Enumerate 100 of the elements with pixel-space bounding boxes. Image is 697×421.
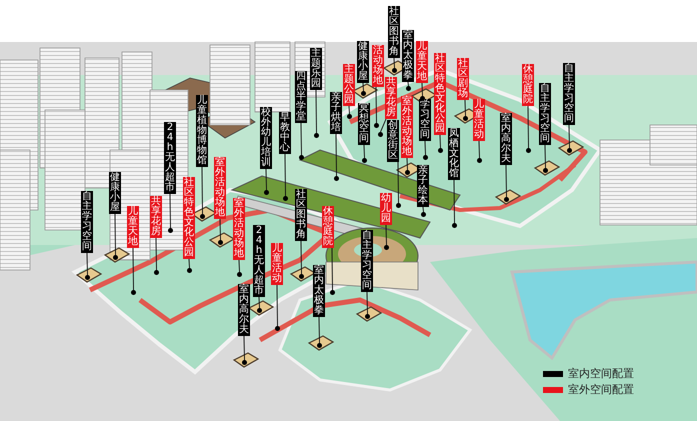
label-tag: 主题乐园 xyxy=(310,48,322,90)
label-tag: 儿童活动 xyxy=(271,243,283,285)
leader-line xyxy=(132,248,134,290)
point-marker xyxy=(378,132,382,136)
point-marker xyxy=(384,244,388,250)
point-marker xyxy=(438,148,442,152)
leader-line xyxy=(394,58,395,68)
leader-line xyxy=(336,134,337,176)
label-tag: 凤栖文化馆 xyxy=(448,128,460,180)
point-marker xyxy=(406,86,410,90)
leader-line xyxy=(300,122,302,156)
label-tag: 自主学习空间 xyxy=(539,83,551,145)
leader-line xyxy=(424,140,426,156)
label-tag: 幼儿园 xyxy=(380,193,392,225)
label-tag: 社区特色文化公园 xyxy=(183,177,195,259)
leader-line xyxy=(170,194,171,228)
point-marker xyxy=(298,154,304,160)
leader-line xyxy=(238,260,240,272)
label-tag: 儿童活动 xyxy=(473,99,485,141)
label-tag: 室内太极拳 xyxy=(402,30,414,82)
point-marker xyxy=(542,168,548,172)
point-marker xyxy=(392,68,396,72)
leader-line xyxy=(454,180,455,224)
point-marker xyxy=(316,342,322,348)
point-marker xyxy=(526,148,530,152)
label-tag: 亲子烘培 xyxy=(330,92,342,134)
label-tag: 室外活动场地 xyxy=(214,157,226,219)
label-tag: 四点半学堂 xyxy=(295,71,307,123)
leader-line xyxy=(440,134,441,148)
leader-line xyxy=(114,214,116,256)
label-tag: 冥想空间 xyxy=(358,103,370,145)
label-tag: 儿童天地 xyxy=(127,206,139,248)
label-tag: 主题公园 xyxy=(343,64,355,106)
leader-line xyxy=(284,154,286,196)
leader-line xyxy=(422,82,423,96)
point-marker xyxy=(334,176,338,180)
point-marker xyxy=(476,158,482,162)
leader-line xyxy=(380,118,386,132)
leader-line xyxy=(258,296,260,308)
leader-line xyxy=(528,106,529,148)
leader-line xyxy=(568,124,570,148)
label-tag: 自主学习空间 xyxy=(563,63,575,125)
point-marker xyxy=(404,170,410,174)
point-marker xyxy=(462,116,468,120)
label-tag: 室内高尔夫 xyxy=(500,113,512,165)
leader-line xyxy=(244,336,245,360)
leader-line xyxy=(406,158,408,170)
point-marker xyxy=(566,148,572,152)
leader-line xyxy=(364,144,365,158)
label-tag: 健康小屋 xyxy=(109,172,121,214)
leader-line xyxy=(348,106,350,114)
label-tag: 24h无人超市 xyxy=(253,225,265,297)
leader-line xyxy=(300,240,302,274)
leader-line xyxy=(86,252,88,276)
label-tag: 早教中心 xyxy=(279,112,291,154)
leader-line xyxy=(266,168,267,190)
leader-line xyxy=(220,218,221,240)
leader-line xyxy=(276,284,278,326)
label-tag: 社区特色文化公园 xyxy=(434,53,446,135)
label-tag: 校外幼儿培训 xyxy=(260,107,272,169)
point-marker xyxy=(256,308,262,312)
label-tag: 24h无人超市 xyxy=(164,122,176,194)
label-tag: 健康小屋 xyxy=(357,41,369,83)
leader-line xyxy=(332,248,333,290)
point-marker xyxy=(314,132,318,138)
leader-line xyxy=(544,144,546,168)
point-marker xyxy=(236,272,242,276)
legend-label: 室内空间配置 xyxy=(568,366,634,381)
label-tag: 休憩庭院 xyxy=(522,64,534,106)
point-marker xyxy=(264,190,268,194)
leader-line xyxy=(376,86,377,124)
point-marker xyxy=(420,212,426,216)
point-marker xyxy=(452,222,456,228)
label-tag: 室外活动场地 xyxy=(233,198,245,260)
point-marker xyxy=(186,268,192,272)
leader-line xyxy=(464,100,466,116)
leader-line xyxy=(188,258,190,268)
label-tag: 共享花房 xyxy=(150,196,162,238)
point-marker xyxy=(242,360,246,364)
point-marker xyxy=(362,158,366,162)
point-marker xyxy=(112,254,118,260)
label-tag: 社区剧场 xyxy=(457,58,469,100)
label-tag: 创意街区 xyxy=(387,120,399,162)
point-marker xyxy=(360,90,366,96)
label-tag: 活动场地 xyxy=(372,45,384,87)
point-marker xyxy=(346,114,352,118)
leader-line xyxy=(408,82,409,86)
point-marker xyxy=(420,96,424,100)
point-marker xyxy=(422,154,428,160)
point-marker xyxy=(154,270,158,274)
point-marker xyxy=(374,122,378,128)
leader-line xyxy=(366,292,368,314)
label-tag: 儿童植物博物馆 xyxy=(196,95,208,167)
leader-line xyxy=(422,206,424,212)
point-marker xyxy=(504,196,508,202)
leader-line xyxy=(478,140,480,158)
label-tag: 室外活动场地 xyxy=(401,96,413,158)
label-tag: 自主学习空间 xyxy=(361,230,373,292)
label-tag: 共享花房 xyxy=(385,77,397,119)
point-marker xyxy=(200,214,204,218)
